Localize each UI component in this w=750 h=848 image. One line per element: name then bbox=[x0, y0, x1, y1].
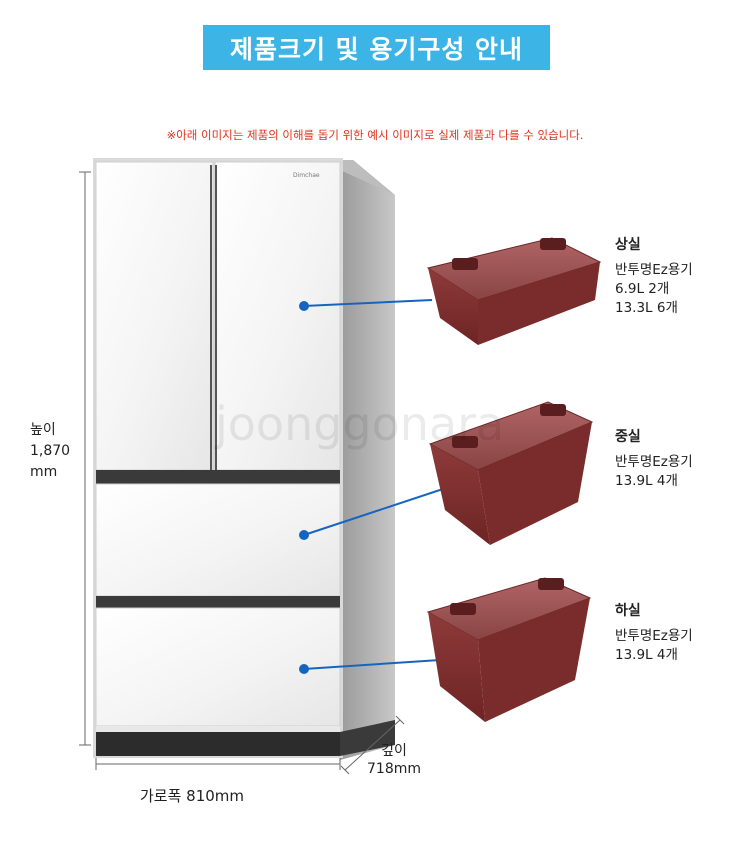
pointer-line-middle bbox=[303, 484, 456, 536]
upper-right-door bbox=[214, 161, 341, 471]
container-info-lower: 하실 반투명Ez용기 13.9L 4개 bbox=[615, 602, 693, 665]
container-type: 반투명Ez용기 bbox=[615, 262, 693, 278]
middle-drawer bbox=[95, 483, 341, 597]
watermark: joonggonara bbox=[214, 397, 504, 451]
container-spec: 13.9L 4개 bbox=[615, 473, 678, 489]
height-label: 높이 1,870 mm bbox=[30, 420, 90, 483]
container-image-upper bbox=[426, 237, 602, 345]
compartment-name: 하실 bbox=[615, 603, 641, 619]
width-dimension-line bbox=[95, 758, 341, 770]
container-spec: 13.3L 6개 bbox=[615, 300, 678, 316]
depth-label-text: 깊이 bbox=[381, 743, 407, 759]
pointer-dot-lower bbox=[299, 664, 309, 674]
container-info-upper: 상실 반투명Ez용기 6.9L 2개 13.3L 6개 bbox=[615, 236, 693, 318]
container-info-middle: 중실 반투명Ez용기 13.9L 4개 bbox=[615, 428, 693, 491]
refrigerator-body bbox=[93, 158, 395, 760]
pointer-dot-middle bbox=[299, 530, 309, 540]
disclaimer-notice: ※아래 이미지는 제품의 이해를 돕기 위한 예시 이미지로 실제 제품과 다를… bbox=[166, 128, 584, 142]
height-unit: mm bbox=[30, 464, 58, 480]
upper-left-door bbox=[95, 161, 214, 471]
width-label: 가로폭 810mm bbox=[140, 787, 245, 805]
container-image-lower bbox=[426, 577, 592, 722]
pointer-line-lower bbox=[303, 659, 441, 670]
depth-dimension-line bbox=[340, 715, 405, 775]
pointer-line-upper bbox=[303, 299, 433, 307]
height-dimension-line bbox=[79, 171, 91, 746]
brand-logo: Dimchae bbox=[293, 172, 320, 179]
container-spec: 13.9L 4개 bbox=[615, 647, 678, 663]
compartment-name: 중실 bbox=[615, 429, 641, 445]
container-type: 반투명Ez용기 bbox=[615, 628, 693, 644]
depth-value: 718mm bbox=[367, 761, 421, 777]
compartment-name: 상실 bbox=[615, 237, 641, 253]
container-spec: 6.9L 2개 bbox=[615, 281, 670, 297]
height-label-text: 높이 bbox=[30, 422, 56, 438]
depth-label: 깊이 718mm bbox=[367, 742, 421, 778]
page-title: 제품크기 및 용기구성 안내 bbox=[203, 25, 550, 70]
pointer-dot-upper bbox=[299, 301, 309, 311]
height-value: 1,870 bbox=[30, 443, 71, 459]
container-image-middle bbox=[428, 401, 594, 545]
container-type: 반투명Ez용기 bbox=[615, 454, 693, 470]
